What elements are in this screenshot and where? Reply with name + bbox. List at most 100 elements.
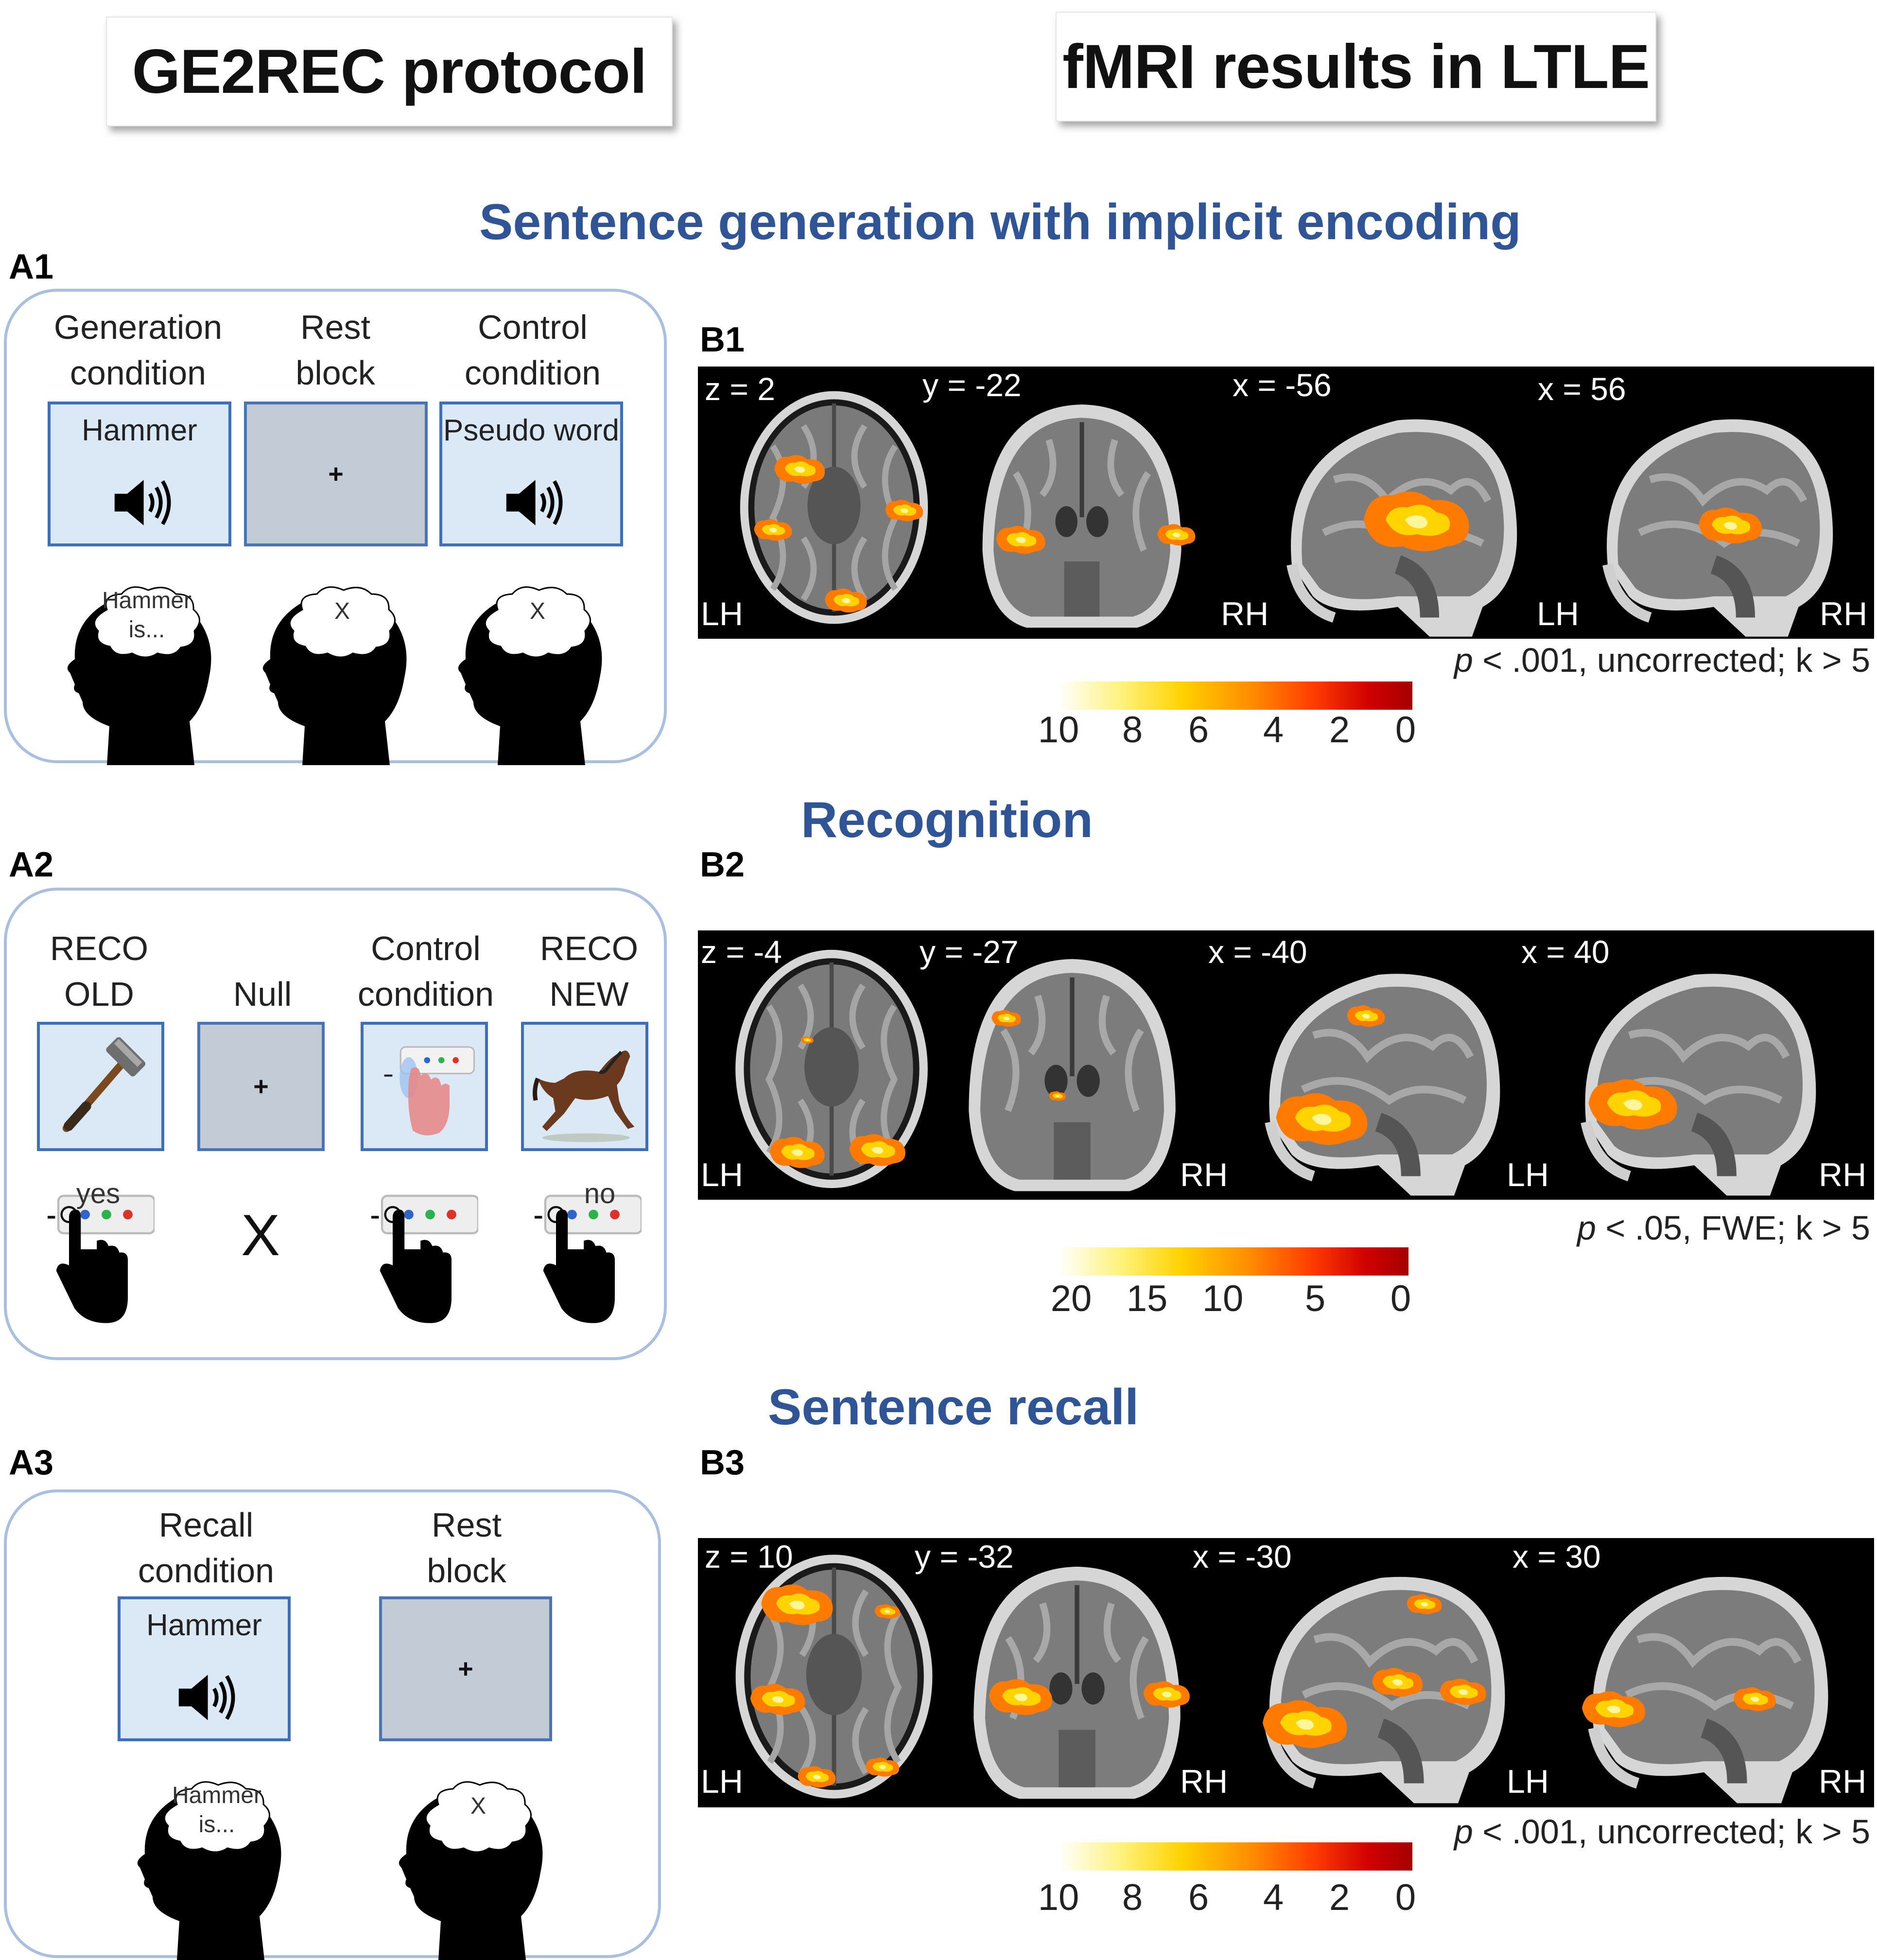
activation-blob (839, 1130, 917, 1169)
coord-label: y = -22 (922, 367, 1022, 403)
panel-label-a2: A2 (9, 845, 54, 884)
activation-blob (873, 1596, 902, 1626)
header-results-text: fMRI results in LTLE (1062, 32, 1650, 102)
a2-null-stimulus: + (197, 1022, 325, 1151)
a1-thought-rest: X (334, 598, 350, 624)
activation-blob (756, 1567, 839, 1640)
activation-blob (1437, 1669, 1490, 1713)
colorbar-tick: 5 (1304, 1278, 1326, 1319)
colorbar-tick: 4 (1263, 1877, 1284, 1918)
activation-blob (771, 449, 829, 488)
colorbar-tick: 15 (1126, 1278, 1168, 1319)
a1-rest-stimulus: + (244, 402, 428, 546)
right-hemisphere-label: RH (1819, 1156, 1867, 1193)
right-hemisphere-label: RH (1819, 1763, 1867, 1800)
a1-control-word: Pseudo word (443, 414, 619, 447)
panel-label-a3: A3 (9, 1443, 54, 1482)
coord-label: x = 56 (1538, 371, 1626, 407)
speaker-icon (175, 1672, 238, 1723)
left-hemisphere-label: LH (1537, 595, 1579, 632)
colorbar-tick: 6 (1188, 709, 1209, 751)
a2-hammer-stimulus (37, 1022, 164, 1151)
left-hemisphere-label: LH (1507, 1763, 1549, 1800)
activation-blob (1403, 1592, 1446, 1616)
activation-blob (1048, 1086, 1067, 1105)
coord-label: z = -4 (701, 934, 782, 970)
activation-blob (985, 522, 1058, 556)
b2-colorbar (1059, 1247, 1408, 1276)
a1-control-label: Control condition (464, 308, 601, 392)
horse-image (533, 1050, 635, 1142)
colorbar-tick: 10 (1038, 709, 1079, 751)
a2-reco-old-label: RECO OLD (50, 929, 149, 1013)
speaker-icon (111, 477, 174, 528)
right-hemisphere-label: RH (1820, 595, 1868, 632)
activation-blob (800, 1032, 815, 1047)
colorbar-tick: 8 (1122, 709, 1143, 751)
colorbar-tick: 0 (1395, 1877, 1416, 1918)
a1-thought-generation: Hammer is... (102, 588, 191, 643)
section-title-recall: Sentence recall (768, 1379, 1139, 1435)
pointing-hand-icon (371, 1185, 478, 1324)
b3-threshold: p < .001, uncorrected; k > 5 (1454, 1813, 1870, 1851)
panel-label-b3: B3 (700, 1443, 745, 1482)
a2-horse-stimulus (521, 1022, 648, 1151)
coord-label: y = -32 (915, 1539, 1014, 1575)
colorbar-tick: 10 (1202, 1278, 1244, 1319)
header-protocol-text: GE2REC protocol (132, 36, 647, 106)
a1-thought-control: X (529, 598, 545, 624)
colorbar-tick: 6 (1188, 1877, 1209, 1918)
fixation-cross: + (328, 459, 344, 489)
coord-label: x = 40 (1521, 934, 1610, 970)
b2-threshold: p < .05, FWE; k > 5 (1577, 1209, 1870, 1247)
panel-a2: RECO OLD Null Control condition RECO NEW… (4, 888, 667, 1360)
hammer-image (62, 1037, 146, 1132)
section-title-generation: Sentence generation with implicit encodi… (479, 194, 1521, 250)
coord-label: x = -56 (1233, 367, 1332, 403)
a3-recall-word: Hammer (146, 1609, 262, 1642)
a2-response-yes: yes (76, 1178, 121, 1209)
colorbar-tick: 2 (1329, 1877, 1350, 1918)
colorbar-tick: 10 (1038, 1877, 1079, 1918)
activation-blob (766, 1130, 829, 1173)
header-results: fMRI results in LTLE (1056, 12, 1656, 122)
activation-blob (1582, 1067, 1685, 1139)
coord-label: z = 2 (705, 371, 775, 407)
activation-blob (1369, 1660, 1427, 1703)
colorbar-tick: 8 (1122, 1877, 1143, 1918)
left-hemisphere-label: LH (701, 1763, 743, 1800)
activation-blob (883, 488, 926, 532)
right-hemisphere-label: RH (1221, 595, 1269, 632)
panel-a1: Generation condition Rest block Control … (4, 289, 667, 763)
a1-generation-label: Generation condition (53, 308, 223, 392)
a3-rest-label: Rest block (427, 1506, 506, 1590)
coronal-brain-slice (951, 950, 1194, 1200)
left-hemisphere-label: LH (701, 595, 743, 632)
coord-label: x = -40 (1208, 934, 1307, 970)
activation-blob (747, 1660, 810, 1737)
colorbar-tick: 20 (1050, 1278, 1092, 1319)
colorbar-tick: 2 (1329, 709, 1350, 751)
colorbar-tick: 0 (1390, 1278, 1411, 1319)
section-title-recognition: Recognition (801, 792, 1093, 848)
activation-blob (1719, 1684, 1791, 1713)
a2-response-no: no (584, 1178, 616, 1209)
a1-generation-word: Hammer (82, 414, 197, 447)
a3-recall-label: Recall condition (138, 1506, 275, 1590)
a2-null-label: Null (233, 975, 292, 1013)
left-hemisphere-label: LH (1507, 1156, 1549, 1193)
right-hemisphere-label: RH (1180, 1763, 1228, 1800)
speaker-icon (503, 477, 566, 528)
left-hemisphere-label: LH (701, 1156, 743, 1193)
colorbar-tick: 4 (1263, 709, 1284, 751)
a1-generation-stimulus: Hammer (48, 402, 231, 546)
activation-blob (1155, 517, 1199, 551)
a2-control-stimulus (361, 1022, 488, 1151)
activation-blob (1578, 1655, 1651, 1762)
brain-strip-b1: z = 2 y = -22 x = -56 x = 56 LH RH LH RH (698, 367, 1874, 639)
a3-rest-stimulus: + (379, 1596, 552, 1741)
colorbar-tick: 0 (1395, 709, 1416, 751)
header-protocol: GE2REC protocol (106, 17, 673, 126)
a3-recall-stimulus: Hammer (118, 1596, 291, 1741)
a1-control-stimulus: Pseudo word (439, 402, 623, 546)
